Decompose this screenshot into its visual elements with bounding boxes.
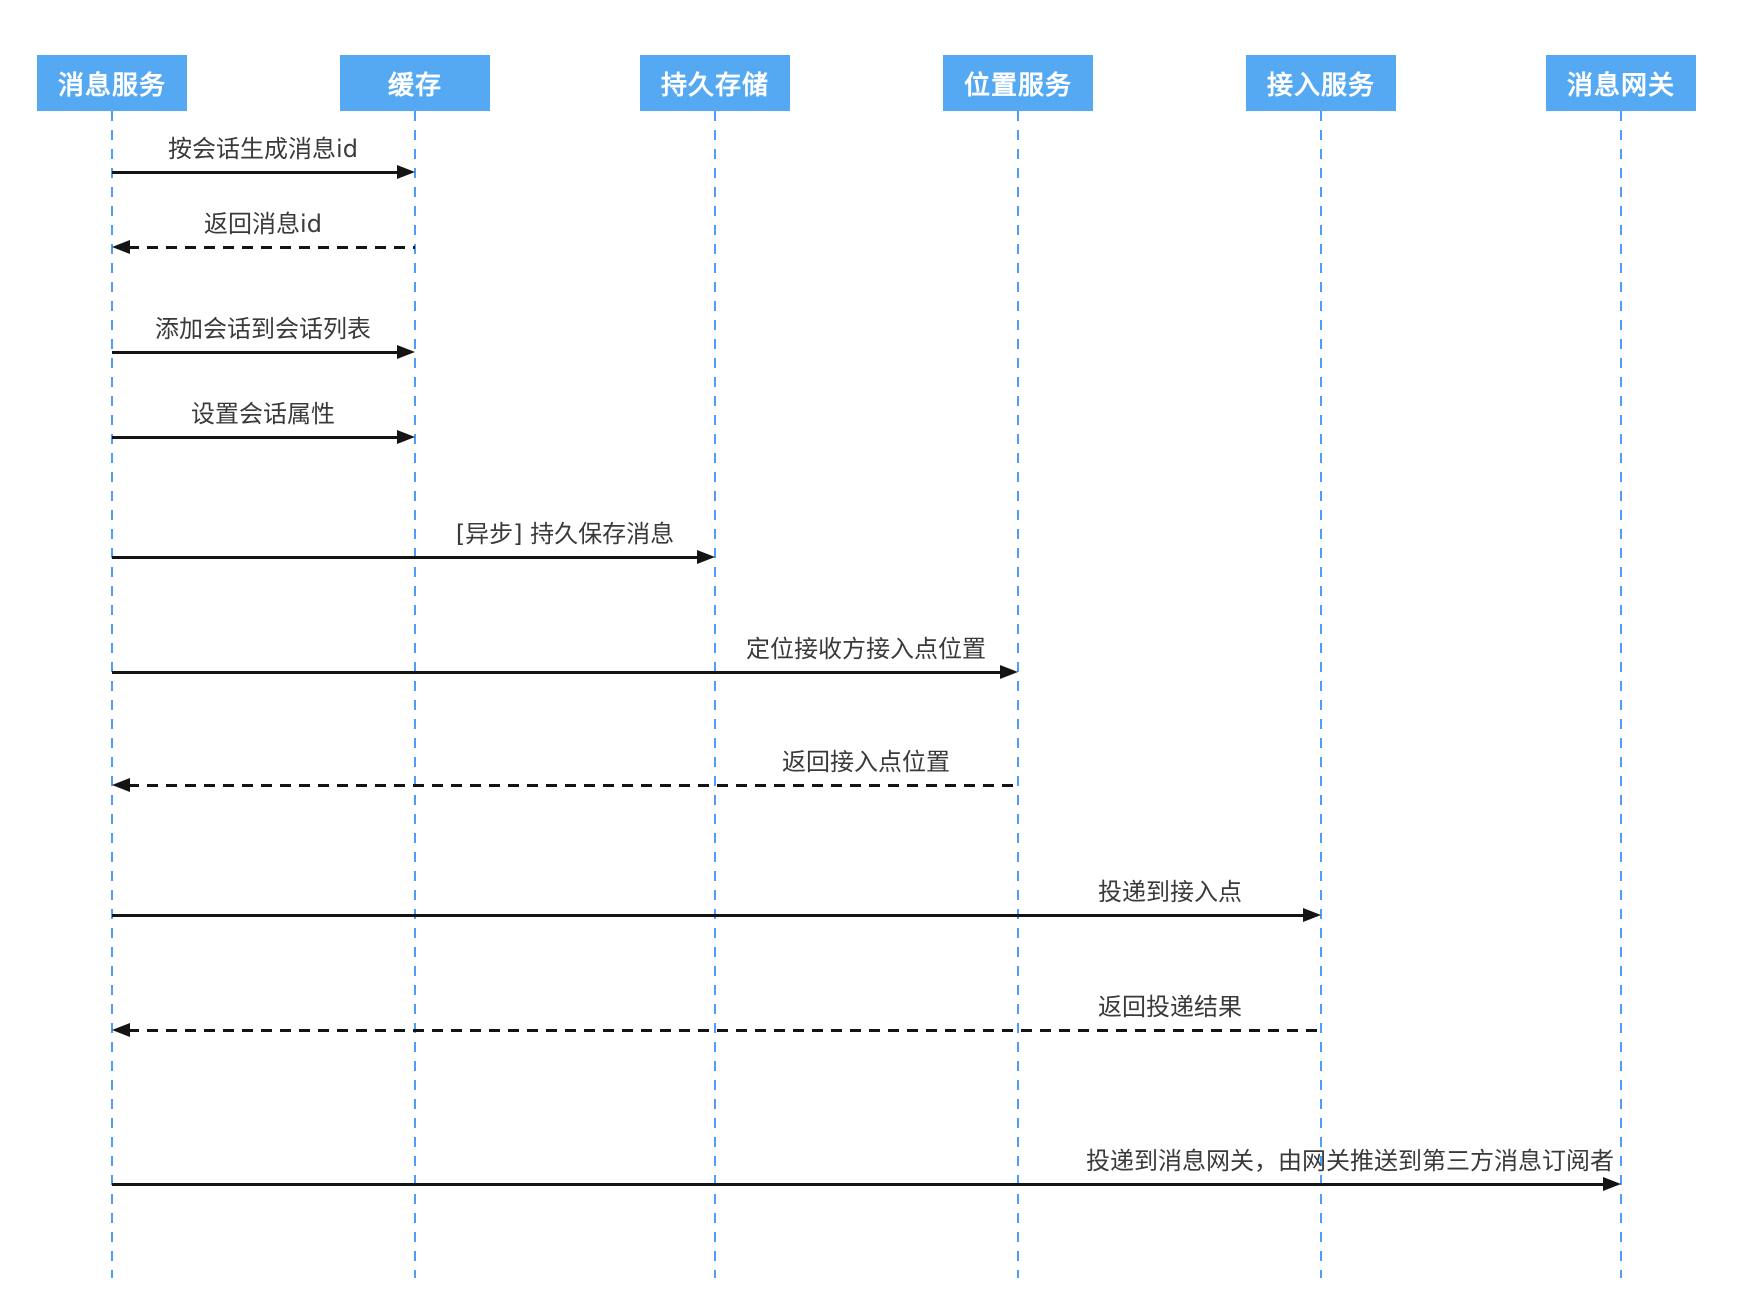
message-line <box>112 1182 1605 1186</box>
message-line <box>112 670 1002 674</box>
actor-location-service: 位置服务 <box>943 55 1093 111</box>
message-label: 按会话生成消息id <box>168 135 358 163</box>
arrowhead-icon <box>1303 908 1321 922</box>
message-label: 添加会话到会话列表 <box>155 315 371 343</box>
message-line <box>112 350 399 354</box>
message-line <box>112 555 699 559</box>
message-label: 返回消息id <box>204 210 322 238</box>
arrowhead-icon <box>112 778 130 792</box>
actor-label: 消息服务 <box>57 70 166 101</box>
message-label: [异步] 持久保存消息 <box>455 520 675 548</box>
message-label: 返回接入点位置 <box>782 748 950 776</box>
actor-label: 位置服务 <box>963 70 1072 101</box>
actor-label: 持久存储 <box>660 70 769 101</box>
lifeline-persistent-storage <box>713 111 717 1278</box>
actor-cache: 缓存 <box>340 55 490 111</box>
lifeline-message-service <box>110 111 114 1278</box>
arrowhead-icon <box>112 240 130 254</box>
actor-persistent-storage: 持久存储 <box>640 55 790 111</box>
arrowhead-icon <box>397 430 415 444</box>
message-line <box>128 245 415 249</box>
message-line <box>128 1028 1321 1032</box>
actor-label: 消息网关 <box>1566 70 1675 101</box>
message-line <box>112 170 399 174</box>
arrowhead-icon <box>697 550 715 564</box>
arrowhead-icon <box>397 345 415 359</box>
actor-access-service: 接入服务 <box>1246 55 1396 111</box>
actor-label: 缓存 <box>387 70 442 101</box>
lifeline-access-service <box>1319 111 1323 1278</box>
lifeline-cache <box>413 111 417 1278</box>
message-label: 设置会话属性 <box>191 400 335 428</box>
lifeline-message-gateway <box>1619 111 1623 1278</box>
message-line <box>112 913 1305 917</box>
message-label: 返回投递结果 <box>1098 993 1242 1021</box>
arrowhead-icon <box>397 165 415 179</box>
message-line <box>128 783 1018 787</box>
lifeline-location-service <box>1016 111 1020 1278</box>
actor-message-service: 消息服务 <box>37 55 187 111</box>
message-line <box>112 435 399 439</box>
actor-label: 接入服务 <box>1266 70 1375 101</box>
message-label: 定位接收方接入点位置 <box>746 635 986 663</box>
arrowhead-icon <box>1000 665 1018 679</box>
actor-message-gateway: 消息网关 <box>1546 55 1696 111</box>
message-label: 投递到接入点 <box>1098 878 1242 906</box>
arrowhead-icon <box>112 1023 130 1037</box>
arrowhead-icon <box>1603 1177 1621 1191</box>
message-label: 投递到消息网关，由网关推送到第三方消息订阅者 <box>1086 1147 1614 1175</box>
